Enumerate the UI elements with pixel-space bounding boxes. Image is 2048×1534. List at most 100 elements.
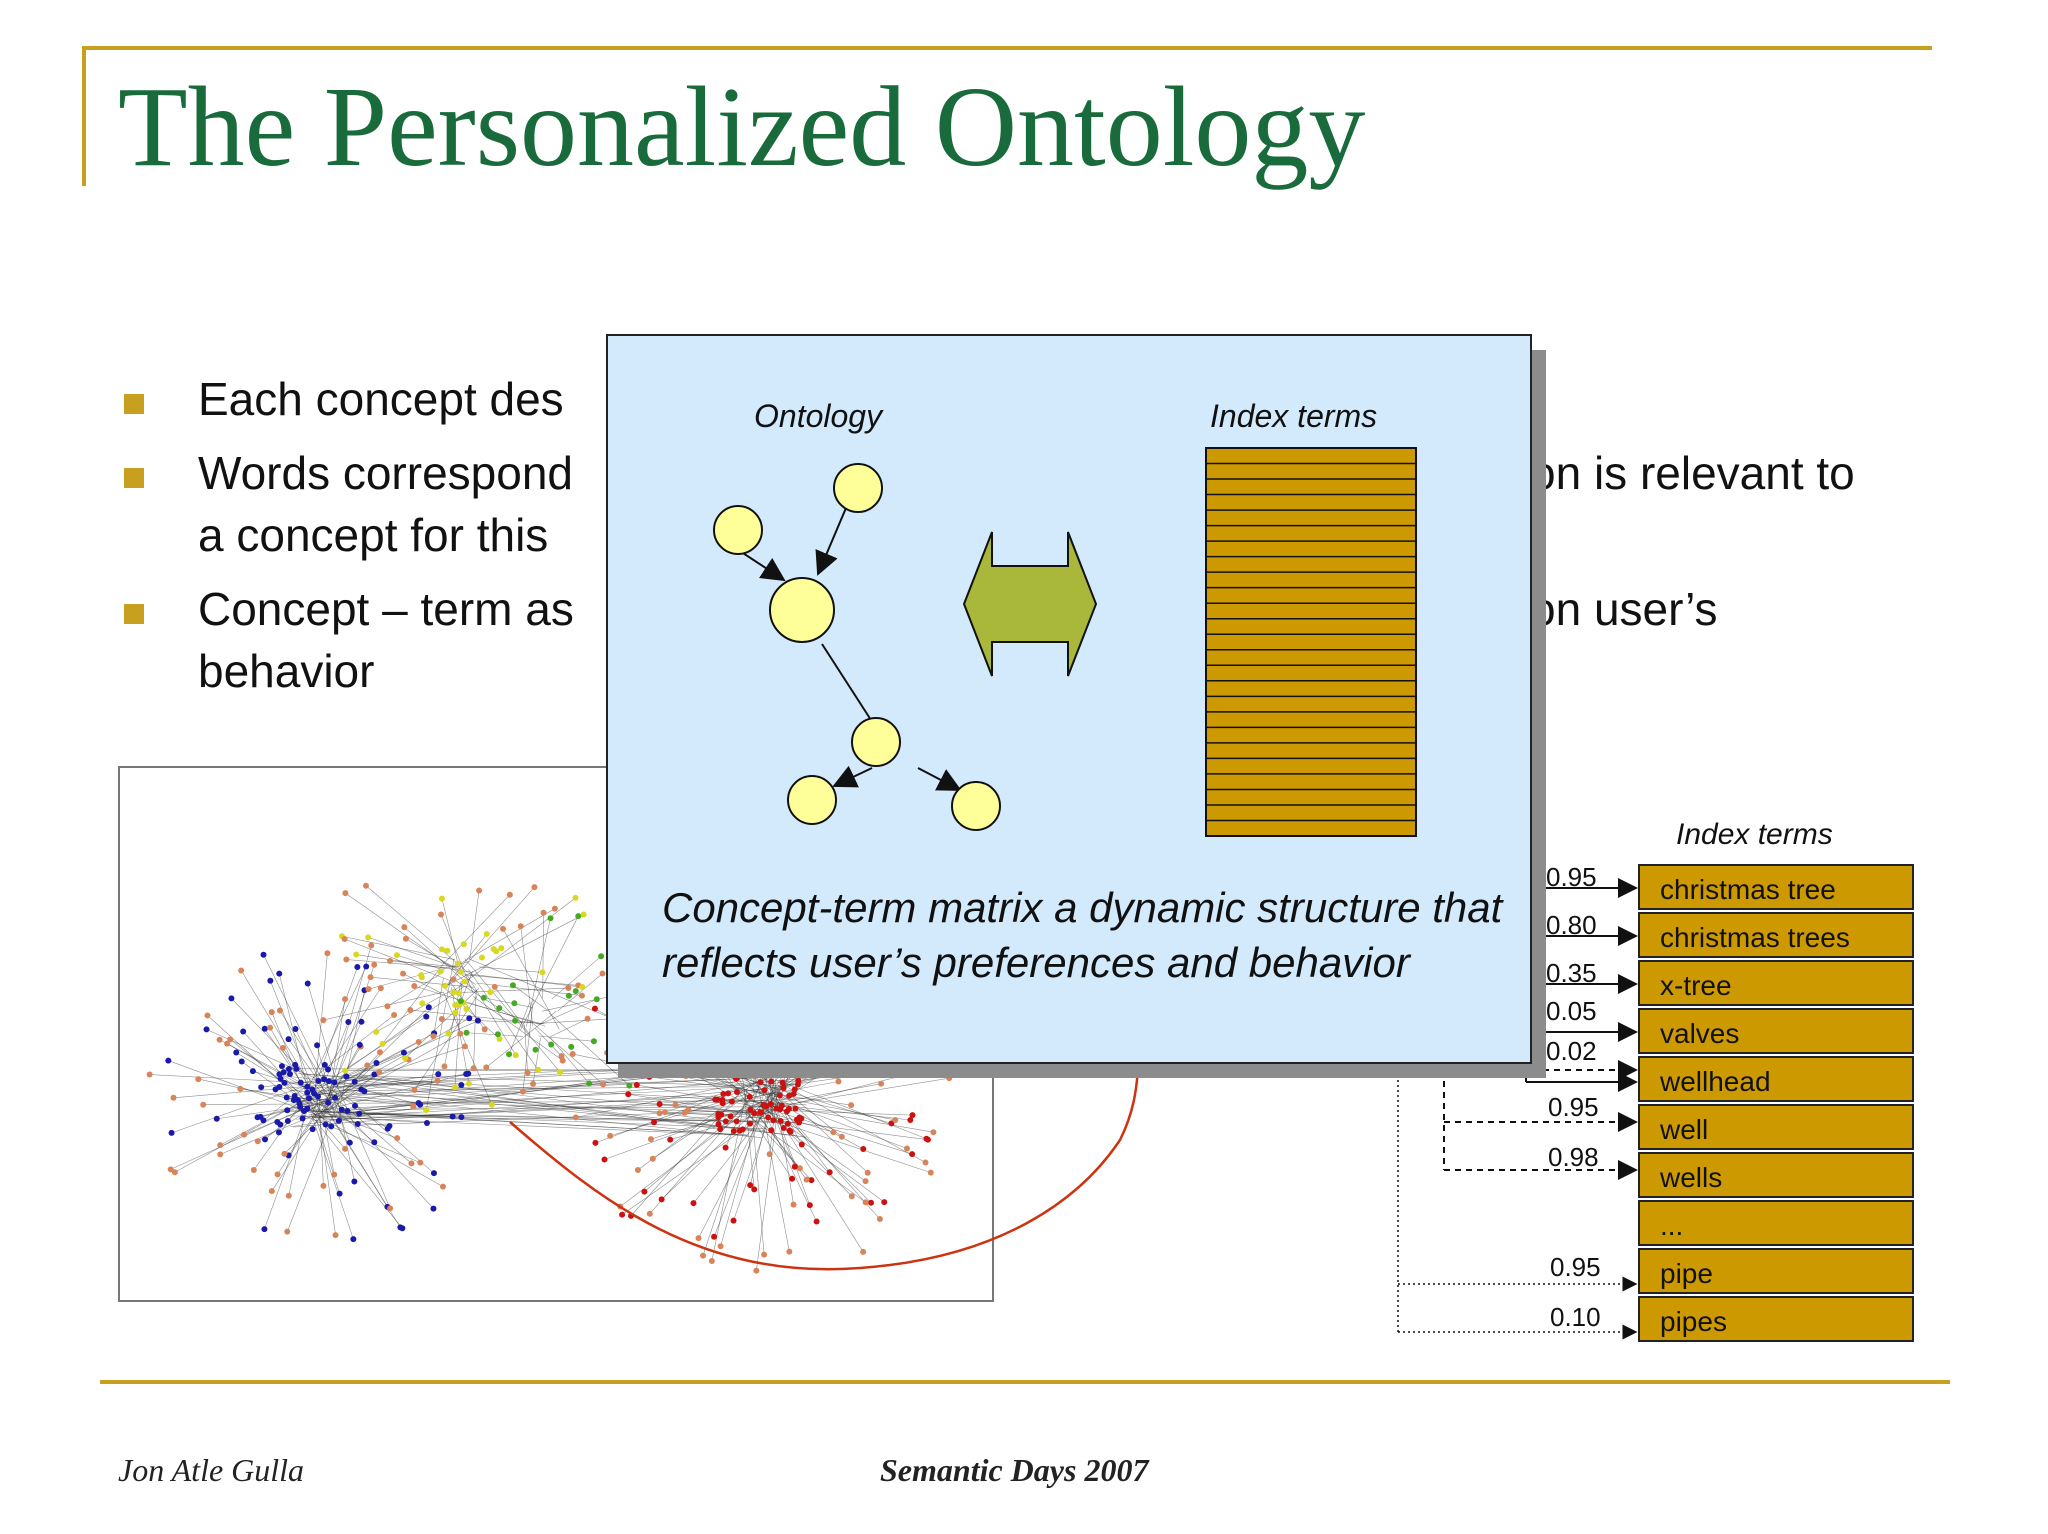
network-node xyxy=(275,1129,282,1136)
network-node xyxy=(656,1101,663,1108)
network-node xyxy=(356,1110,363,1117)
weight-label: 0.35 xyxy=(1546,958,1597,988)
network-node xyxy=(346,1139,353,1146)
network-node xyxy=(548,1041,555,1048)
network-node xyxy=(455,990,462,997)
network-node xyxy=(285,1192,292,1199)
network-node xyxy=(336,1190,343,1197)
network-node xyxy=(730,1217,737,1224)
network-node xyxy=(700,1252,707,1259)
network-node xyxy=(351,1078,358,1085)
network-node xyxy=(373,1028,380,1035)
ontology-edge xyxy=(832,765,873,788)
network-node xyxy=(305,1095,312,1102)
network-node xyxy=(284,1107,291,1114)
network-node xyxy=(746,1093,753,1100)
network-node xyxy=(461,1043,468,1050)
network-node xyxy=(512,1052,519,1059)
network-node xyxy=(796,1119,803,1126)
network-node xyxy=(171,1169,178,1176)
ontology-node xyxy=(787,775,837,825)
network-node xyxy=(524,1069,531,1076)
network-node xyxy=(371,1071,378,1078)
network-node xyxy=(580,911,587,918)
bullet-1-line-1: Each concept des xyxy=(198,373,564,425)
ontology-diagram xyxy=(713,447,1417,837)
term-label: wells xyxy=(1660,1162,1723,1193)
network-node xyxy=(565,985,572,992)
network-node xyxy=(796,1165,803,1172)
term-row: x-tree xyxy=(1638,960,1914,1006)
network-node xyxy=(332,1094,339,1101)
network-node xyxy=(304,1089,311,1096)
network-node xyxy=(292,1025,299,1032)
network-node xyxy=(320,1182,327,1189)
network-node xyxy=(362,882,369,889)
network-node xyxy=(558,1053,565,1060)
network-node xyxy=(646,1210,653,1217)
network-node xyxy=(909,1151,916,1158)
network-node xyxy=(717,1126,724,1133)
network-node xyxy=(309,1126,316,1133)
network-node xyxy=(776,1092,783,1099)
bullet-2-tail: on is relevant to xyxy=(1530,447,1855,499)
network-node xyxy=(568,1043,575,1050)
network-node xyxy=(766,1151,773,1158)
network-node xyxy=(488,1101,495,1108)
network-node xyxy=(324,950,331,957)
network-node xyxy=(165,1057,172,1064)
network-node xyxy=(789,1175,796,1182)
network-node xyxy=(779,1079,786,1086)
network-node xyxy=(591,1005,598,1012)
network-node xyxy=(681,1109,688,1116)
network-node xyxy=(695,1235,702,1242)
network-node xyxy=(690,1200,697,1207)
network-node xyxy=(296,1100,303,1107)
network-node xyxy=(240,1028,247,1035)
network-node xyxy=(292,1061,299,1068)
network-node xyxy=(425,1004,432,1011)
network-node xyxy=(768,1078,775,1085)
network-node xyxy=(371,961,378,968)
network-node xyxy=(146,1071,153,1078)
network-node xyxy=(647,1136,654,1143)
network-node xyxy=(717,1243,724,1250)
network-node xyxy=(751,1186,758,1193)
network-node xyxy=(325,1078,332,1085)
term-row: wells xyxy=(1638,1152,1914,1198)
term-label: pipes xyxy=(1660,1306,1727,1337)
network-node xyxy=(790,1201,797,1208)
network-node xyxy=(649,1155,656,1162)
network-node xyxy=(332,1232,339,1239)
network-node xyxy=(760,1101,767,1108)
network-node xyxy=(458,968,465,975)
network-node xyxy=(260,951,267,958)
network-node xyxy=(878,1080,885,1087)
network-node xyxy=(283,1094,290,1101)
network-node xyxy=(481,1026,488,1033)
network-node xyxy=(511,1000,518,1007)
network-node xyxy=(278,1063,285,1070)
term-label: pipe xyxy=(1660,1258,1713,1289)
network-node xyxy=(394,1135,401,1142)
network-node xyxy=(335,1117,342,1124)
ontology-node xyxy=(769,577,835,643)
network-node xyxy=(460,941,467,948)
bullet-3-line-2: behavior xyxy=(198,645,375,697)
network-node xyxy=(770,1117,777,1124)
network-node xyxy=(888,1120,895,1127)
network-node xyxy=(626,1082,633,1089)
network-node xyxy=(803,1176,810,1183)
ontology-node xyxy=(951,781,1001,831)
network-node xyxy=(338,1106,345,1113)
network-node xyxy=(826,1169,833,1176)
network-node xyxy=(277,1075,284,1082)
weight-label: 0.95 xyxy=(1546,862,1597,892)
network-node xyxy=(418,972,425,979)
network-node xyxy=(417,1101,424,1108)
network-node xyxy=(168,1129,175,1136)
network-node xyxy=(500,925,507,932)
overlay-caption: Concept-term matrix a dynamic structure … xyxy=(662,884,1503,986)
network-node xyxy=(400,970,407,977)
bullet-marker xyxy=(124,468,144,488)
